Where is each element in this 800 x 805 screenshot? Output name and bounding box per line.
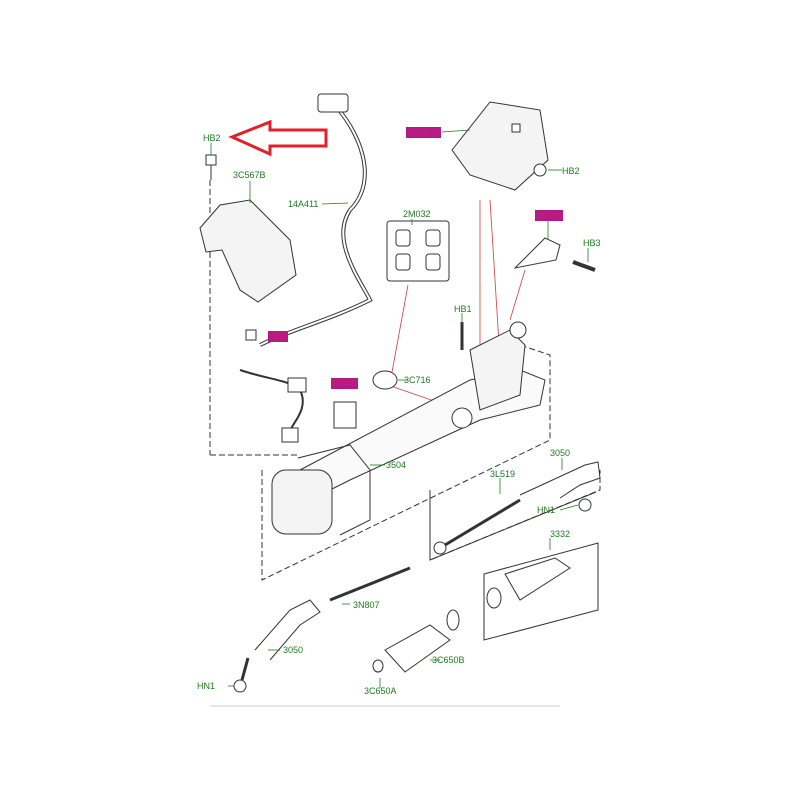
label-hn1-bottom: HN1 — [197, 681, 216, 691]
label-3050-bottom: 3050 — [283, 645, 304, 655]
connector-mid — [287, 377, 307, 393]
pinion-housing — [469, 329, 526, 411]
label-3c567a: 3C567A — [406, 127, 441, 138]
label-2b654: 2B654 — [535, 210, 564, 221]
boot-3c650b — [384, 624, 451, 673]
connector-lower — [281, 427, 299, 443]
label-3n807: 3N807 — [353, 600, 380, 610]
boot-kit-frame — [429, 491, 599, 641]
bolt-hb3 — [572, 260, 596, 272]
label-hb2-right: HB2 — [562, 166, 580, 176]
mount-bush-rack — [451, 407, 473, 429]
label-3c650a: 3C650A — [364, 686, 397, 696]
bushing-kit-box — [386, 220, 450, 282]
tie-rod-ball — [433, 541, 447, 555]
harness-connector-top — [317, 93, 349, 113]
label-hb1: HB1 — [454, 304, 472, 314]
motor-body — [297, 444, 371, 536]
label-14488: 14488 — [331, 378, 359, 389]
label-3c567b: 3C567B — [233, 170, 266, 180]
ball-stud-lower — [240, 657, 250, 681]
bracket-14488 — [333, 401, 357, 429]
red-arrow-icon — [228, 119, 328, 157]
label-hb3: HB3 — [583, 238, 601, 248]
bolt-hb2-left — [205, 154, 217, 180]
tie-rod-end-lower — [254, 599, 321, 661]
label-hb2-left: HB2 — [203, 133, 221, 143]
label-3332: 3332 — [550, 529, 571, 539]
pinion-shaft — [509, 321, 527, 339]
heat-shield-left — [199, 199, 297, 303]
hn1-nut-bottom — [233, 679, 247, 693]
leader-lines — [210, 129, 589, 688]
label-3c716: 3C716 — [404, 375, 431, 385]
shield-tab — [511, 123, 521, 133]
bolt-hb2-right — [533, 163, 547, 177]
boot-3332 — [504, 557, 571, 601]
hn1-nut-top — [578, 498, 592, 512]
eps-motor — [271, 469, 333, 535]
clamp-3c650b — [446, 609, 460, 631]
label-3l519: 3L519 — [490, 469, 516, 479]
tie-rod-lower — [329, 566, 411, 602]
heat-shield-right — [451, 101, 549, 191]
clamp-3c650a — [372, 659, 384, 673]
bracket-2b654 — [513, 237, 561, 269]
bolt-hb4 — [245, 329, 257, 341]
label-3504: 3504 — [386, 460, 407, 470]
label-2m032: 2M032 — [403, 209, 431, 219]
label-3c650b: 3C650B — [432, 655, 465, 665]
bushings — [395, 229, 441, 271]
label-hb4: HB4 — [268, 331, 288, 342]
clamp-ring — [486, 587, 502, 609]
mount-bush-3c716 — [372, 370, 398, 390]
tie-rod-3l519 — [439, 498, 521, 550]
tie-rod-end-top — [519, 461, 601, 499]
label-3050-top: 3050 — [550, 448, 571, 458]
label-hn1-top: HN1 — [537, 505, 556, 515]
label-14a411: 14A411 — [288, 199, 319, 209]
harness-14a411-inner — [259, 99, 372, 346]
